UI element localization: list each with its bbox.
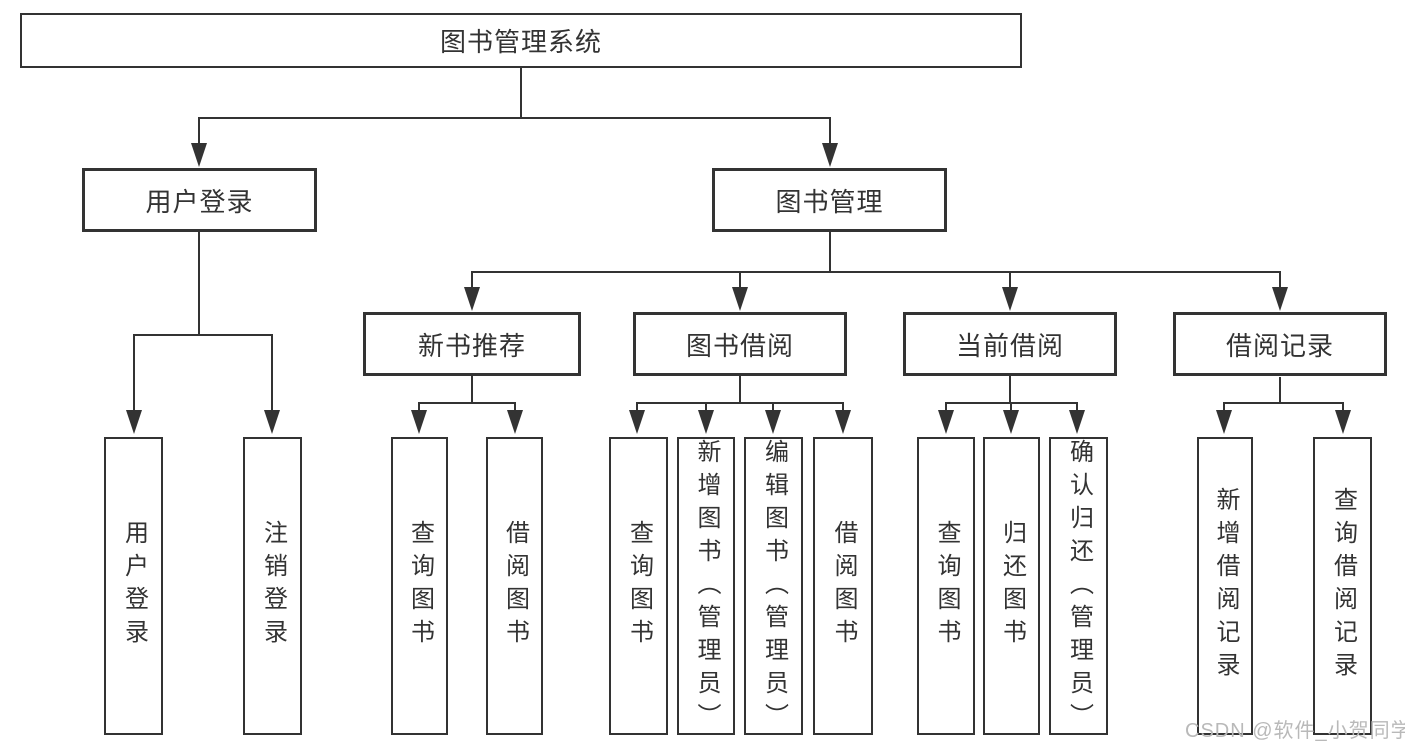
leaf-add-books-admin: 新增图书（管理员）: [677, 437, 735, 736]
leaf-user-login: 用户登录: [104, 437, 163, 735]
leaf-add-books-admin-label: 新增图书（管理员）: [693, 439, 720, 736]
branch-book-management: 图书管理: [712, 168, 947, 232]
branch-book-management-label: 图书管理: [775, 186, 884, 217]
group-current-borrow-label: 当前借阅: [955, 330, 1064, 361]
csdn-watermark: CSDN @软件_小贺同学: [1185, 720, 1405, 742]
leaf-query-books-recommend: 查询图书: [391, 437, 448, 735]
group-borrow-records-label: 借阅记录: [1225, 330, 1334, 361]
leaf-query-books-borrow-label: 查询图书: [625, 520, 653, 652]
root-node-library-management-system: 图书管理系统: [20, 13, 1022, 68]
leaf-add-borrow-record: 新增借阅记录: [1197, 437, 1253, 735]
leaf-borrow-books-recommend-label: 借阅图书: [501, 520, 529, 652]
group-book-borrow-label: 图书借阅: [685, 330, 794, 361]
leaf-query-books-recommend-label: 查询图书: [406, 520, 434, 652]
leaf-confirm-return-admin: 确认归还（管理员）: [1049, 437, 1108, 736]
group-borrow-records: 借阅记录: [1173, 312, 1387, 376]
leaf-logout: 注销登录: [243, 437, 302, 735]
leaf-confirm-return-admin-label: 确认归还（管理员）: [1065, 439, 1093, 736]
leaf-borrow-books-recommend: 借阅图书: [486, 437, 543, 735]
leaf-query-books-current: 查询图书: [917, 437, 975, 735]
leaf-query-books-current-label: 查询图书: [933, 520, 960, 652]
leaf-edit-books-admin: 编辑图书（管理员）: [744, 437, 803, 736]
leaf-query-borrow-record-label: 查询借阅记录: [1329, 487, 1357, 685]
group-new-book-recommend: 新书推荐: [363, 312, 581, 376]
leaf-add-borrow-record-label: 新增借阅记录: [1212, 487, 1239, 685]
leaf-user-login-label: 用户登录: [120, 520, 148, 652]
branch-user-login: 用户登录: [82, 168, 317, 232]
group-current-borrow: 当前借阅: [903, 312, 1117, 376]
root-node-label: 图书管理系统: [439, 27, 602, 57]
group-book-borrow: 图书借阅: [633, 312, 847, 376]
branch-user-login-label: 用户登录: [145, 186, 254, 217]
leaf-borrow-books: 借阅图书: [813, 437, 873, 735]
leaf-return-books-label: 归还图书: [998, 520, 1026, 652]
leaf-query-books-borrow: 查询图书: [609, 437, 668, 735]
leaf-edit-books-admin-label: 编辑图书（管理员）: [760, 439, 788, 736]
leaf-return-books: 归还图书: [983, 437, 1040, 735]
leaf-logout-label: 注销登录: [259, 520, 287, 652]
leaf-borrow-books-label: 借阅图书: [830, 520, 857, 652]
leaf-query-borrow-record: 查询借阅记录: [1313, 437, 1372, 735]
group-new-book-recommend-label: 新书推荐: [417, 330, 526, 361]
